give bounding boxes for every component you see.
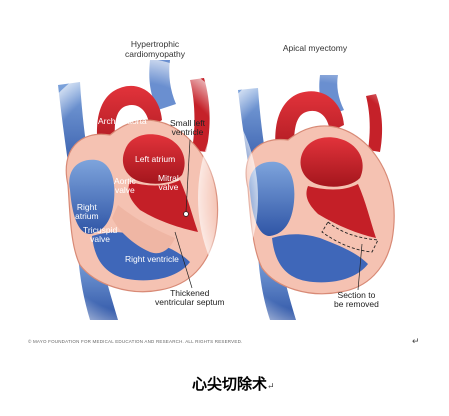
label-section-to-remove: Section to be removed [334, 290, 379, 309]
label-left-atrium: Left atrium [135, 154, 176, 164]
paragraph-mark-2: ↵ [267, 382, 275, 392]
paragraph-mark-1: ↵ [412, 336, 420, 346]
label-small-left-ventricle: Small left ventricle [170, 118, 205, 137]
label-tricuspid-valve: Tricuspid valve [83, 225, 118, 244]
fade-right [198, 58, 438, 338]
label-right-ventricle: Right ventricle [125, 254, 179, 264]
figure-caption: 心尖切除术↵ [192, 373, 275, 394]
figure-caption-text: 心尖切除术 [192, 375, 268, 393]
label-thickened-septum: Thickened ventricular septum [155, 288, 225, 307]
panel-title-left-text: Hypertrophic cardiomyopathy [124, 39, 185, 59]
label-right-atrium: Right atrium [75, 202, 99, 221]
panel-title-right-text: Apical myectomy [282, 43, 348, 53]
panel-title-right: Apical myectomy [255, 43, 375, 53]
label-arch-of-aorta: Arch of aorta [98, 116, 147, 126]
label-mitral-valve: Mitral valve [158, 173, 179, 192]
label-aortic-valve: Aortic valve [114, 176, 136, 195]
copyright-notice: © MAYO FOUNDATION FOR MEDICAL EDUCATION … [28, 339, 243, 344]
panel-title-left: Hypertrophic cardiomyopathy [95, 39, 215, 59]
fade-left [18, 58, 258, 338]
